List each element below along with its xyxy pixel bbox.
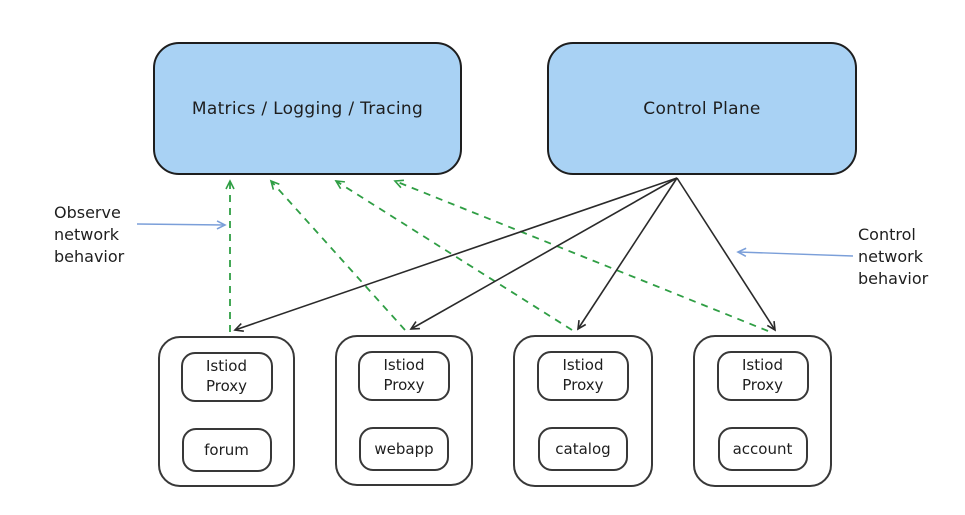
istiod-proxy-label: Istiod Proxy — [741, 356, 784, 394]
service-name-label: webapp — [374, 440, 434, 458]
service-pod-catalog: Istiod Proxy catalog — [513, 335, 653, 487]
control-arrow-catalog — [577, 177, 678, 331]
istiod-proxy-label: Istiod Proxy — [205, 357, 248, 395]
service-box-account: account — [717, 427, 808, 471]
control-plane-node: Control Plane — [547, 42, 857, 175]
istiod-proxy-label: Istiod Proxy — [383, 356, 425, 394]
service-name-label: catalog — [555, 440, 611, 458]
metrics-node-label: Matrics / Logging / Tracing — [191, 98, 424, 119]
control-network-behavior-label: Control network behavior — [858, 225, 929, 288]
service-box-catalog: catalog — [538, 427, 628, 471]
service-box-webapp: webapp — [359, 427, 449, 471]
control-pointer-arrow — [736, 247, 854, 257]
control-plane-label: Control Plane — [643, 98, 761, 119]
istiod-proxy-label: Istiod Proxy — [562, 356, 604, 394]
service-pod-account: Istiod Proxy account — [693, 335, 832, 487]
service-name-label: forum — [204, 441, 249, 459]
control-arrow-webapp — [409, 177, 678, 330]
istiod-proxy-box: Istiod Proxy — [537, 351, 629, 401]
istiod-proxy-box: Istiod Proxy — [716, 351, 809, 401]
service-name-label: account — [732, 440, 793, 458]
observe-network-behavior-label: Observe network behavior — [54, 203, 125, 266]
istiod-proxy-box: Istiod Proxy — [180, 352, 273, 402]
telemetry-arrow-webapp — [269, 179, 406, 331]
control-arrow-forum — [233, 177, 678, 332]
telemetry-arrow-account — [393, 179, 769, 332]
telemetry-arrow-catalog — [334, 180, 573, 331]
service-pod-webapp: Istiod Proxy webapp — [335, 335, 473, 486]
observe-pointer-arrow — [136, 220, 227, 230]
istiod-proxy-box: Istiod Proxy — [358, 351, 450, 401]
service-pod-forum: Istiod Proxy forum — [158, 336, 295, 487]
control-arrow-account — [676, 177, 776, 332]
service-box-forum: forum — [181, 428, 272, 472]
metrics-logging-tracing-node: Matrics / Logging / Tracing — [153, 42, 462, 175]
